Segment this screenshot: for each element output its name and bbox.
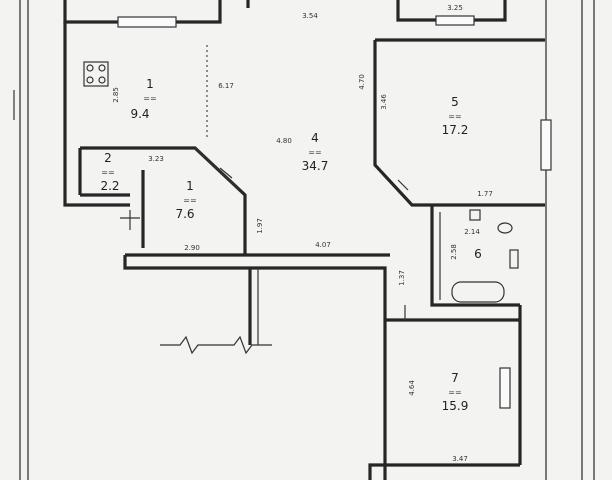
room-number: 6 <box>474 247 482 261</box>
room-area: 34.7 <box>302 159 329 173</box>
outlet-icon <box>469 209 481 221</box>
room-area: 7.6 <box>175 207 194 221</box>
toilet-icon <box>509 249 519 269</box>
room-area: 15.9 <box>442 399 469 413</box>
dim-top-right: 3.25 <box>447 4 463 12</box>
room-number: 7 <box>451 371 459 385</box>
room-area: 17.2 <box>442 123 469 137</box>
burner-icon <box>98 64 106 72</box>
room-area: 2.2 <box>100 179 119 193</box>
wall-room1-diagonal-inner <box>194 147 241 191</box>
room-number: 4 <box>311 131 319 145</box>
room-eq: == <box>143 94 156 103</box>
wall-room7-bottom <box>368 463 520 480</box>
break-line-icon <box>218 335 272 355</box>
wall-kitchen-left <box>63 22 130 207</box>
room-eq: == <box>448 112 461 121</box>
bathtub-icon <box>451 281 505 303</box>
dim-corridor: 4.07 <box>315 241 331 249</box>
dim-kitchen-left: 2.85 <box>112 87 120 103</box>
room-eq: == <box>183 196 196 205</box>
room-number: 5 <box>451 95 459 109</box>
burner-icon <box>86 64 94 72</box>
dim-room7-height: 4.64 <box>408 380 416 396</box>
dim-kitchen-depth: 6.17 <box>218 82 234 90</box>
door-mark <box>397 179 409 191</box>
dim-hall: 2.90 <box>184 244 200 252</box>
room-label-2: 2 == 2.2 <box>100 151 119 193</box>
dim-room5-left: 4.70 <box>358 74 366 90</box>
room-label-3: 1 == 9.4 <box>130 77 156 121</box>
window-top-left <box>117 16 177 28</box>
dim-room2: 3.23 <box>148 155 164 163</box>
room-label-6: 6 <box>474 247 482 261</box>
wall-room1-diagonal <box>150 146 247 255</box>
dim-bath-small: 2.14 <box>464 228 480 236</box>
room-label-5: 5 == 17.2 <box>442 95 469 137</box>
window-room7 <box>499 367 511 409</box>
room-eq: == <box>448 388 461 397</box>
dim-room4: 4.80 <box>276 137 292 145</box>
wall-room5-left <box>373 40 432 207</box>
door-mark <box>219 167 233 179</box>
dim-corridor-wall: 1.97 <box>256 218 264 234</box>
stove-icon <box>83 61 109 87</box>
room-number: 1 <box>186 179 194 193</box>
room-number: 2 <box>104 151 112 165</box>
room-label-1: 1 == 7.6 <box>175 179 196 221</box>
burner-icon <box>98 76 106 84</box>
room-number: 1 <box>146 77 154 91</box>
dim-bath-width: 1.77 <box>477 190 493 198</box>
dim-room5-inner: 3.46 <box>380 94 388 110</box>
room-label-7: 7 == 15.9 <box>442 371 469 413</box>
sink-icon <box>497 222 513 234</box>
room-area: 9.4 <box>130 107 149 121</box>
window-room5 <box>540 119 552 171</box>
break-line-icon <box>160 335 218 355</box>
dim-bath-height: 2.58 <box>450 244 458 260</box>
room-label-4: 4 == 34.7 <box>302 131 329 173</box>
dim-room7-bottom: 3.47 <box>452 455 468 463</box>
room-eq: == <box>308 148 321 157</box>
burner-icon <box>86 76 94 84</box>
dim-room7-top: 1.37 <box>398 270 406 286</box>
window-top-right <box>435 15 475 26</box>
wall-bath-left <box>430 205 520 307</box>
dim-top-hall: 3.54 <box>302 12 318 20</box>
wall-corridor <box>123 255 387 480</box>
room-eq: == <box>101 168 114 177</box>
